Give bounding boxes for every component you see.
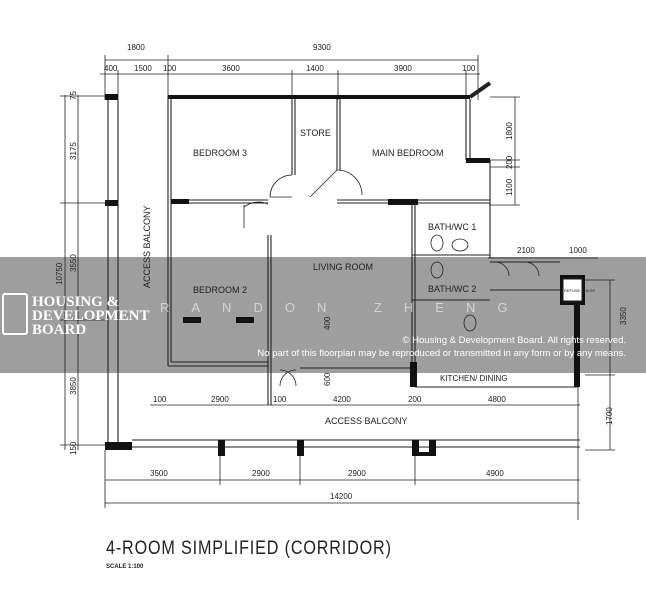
dim-top: 100 [462, 64, 476, 73]
dim-door: 400 [323, 316, 332, 330]
room-label-refuse-chute: REFUSE CHUTE [564, 288, 595, 293]
dim-left-overall: 10750 [55, 262, 64, 285]
dim-kitchen: 2100 [517, 246, 535, 255]
dim-left: 3850 [69, 377, 78, 395]
dim-right: 1100 [505, 178, 514, 196]
room-label-bedroom3: BEDROOM 3 [193, 148, 247, 158]
hdb-logo: HOUSING & DEVELOPMENT BOARD [32, 294, 150, 338]
dim-bottom: 4200 [333, 395, 351, 404]
logo-line: BOARD [32, 322, 87, 338]
door-swings [243, 169, 540, 387]
dim-top-overall: 9300 [313, 43, 331, 52]
watermark-name: RANDON ZHENG [160, 300, 530, 315]
dim-bottom: 100 [273, 395, 287, 404]
logo-line: DEVELOPMENT [32, 308, 150, 324]
copyright-line-2: No part of this floorplan may be reprodu… [257, 348, 626, 359]
dim-right: 1800 [505, 122, 514, 140]
room-label-living: LIVING ROOM [313, 262, 373, 272]
room-label-store: STORE [300, 128, 331, 138]
dim-bottom2: 2900 [252, 469, 270, 478]
plan-title: 4-ROOM SIMPLIFIED (CORRIDOR) [106, 538, 392, 559]
dim-kitchen: 1000 [569, 246, 587, 255]
dim-left: 3550 [69, 254, 78, 272]
dim-bottom2: 3500 [150, 469, 168, 478]
dim-top: 3600 [222, 64, 240, 73]
dim-bottom: 4800 [488, 395, 506, 404]
copyright-line-1: © Housing & Development Board. All right… [402, 335, 627, 346]
dim-left: 150 [69, 441, 78, 455]
room-label-bath1: BATH/WC 1 [428, 222, 476, 232]
room-label-kitchen: KITCHEN/ DINING [440, 374, 508, 383]
dim-top-overall: 1800 [127, 43, 145, 52]
dim-top: 100 [163, 64, 177, 73]
dim-left: 75 [69, 91, 78, 100]
dim-top: 1400 [306, 64, 324, 73]
room-label-access-balcony-side: ACCESS BALCONY [142, 205, 152, 288]
dim-bottom2: 2900 [348, 469, 366, 478]
hdb-house-icon [2, 293, 28, 335]
room-label-bedroom2: BEDROOM 2 [193, 285, 247, 295]
room-label-main-bedroom: MAIN BEDROOM [372, 148, 444, 158]
plan-scale: SCALE 1:100 [106, 564, 144, 570]
dim-top: 400 [104, 64, 118, 73]
dim-right: 200 [505, 155, 514, 169]
dim-bottom: 100 [153, 395, 167, 404]
dim-top: 3900 [394, 64, 412, 73]
walls [105, 81, 585, 456]
dim-right-outer: 3350 [619, 307, 628, 325]
dim-bottom: 2900 [211, 395, 229, 404]
room-label-access-balcony: ACCESS BALCONY [325, 416, 408, 426]
room-label-bath2: BATH/WC 2 [428, 284, 476, 294]
dim-bottom2: 4900 [486, 469, 504, 478]
logo-line: HOUSING & [32, 294, 120, 310]
dim-bottom: 200 [408, 395, 422, 404]
dim-bottom-overall: 14200 [330, 492, 353, 501]
dim-top: 1500 [134, 64, 152, 73]
dim-door: 600 [323, 372, 332, 386]
dimension-lines [60, 55, 615, 520]
dim-right-outer: 1700 [605, 407, 614, 425]
dim-left: 3175 [69, 142, 78, 160]
